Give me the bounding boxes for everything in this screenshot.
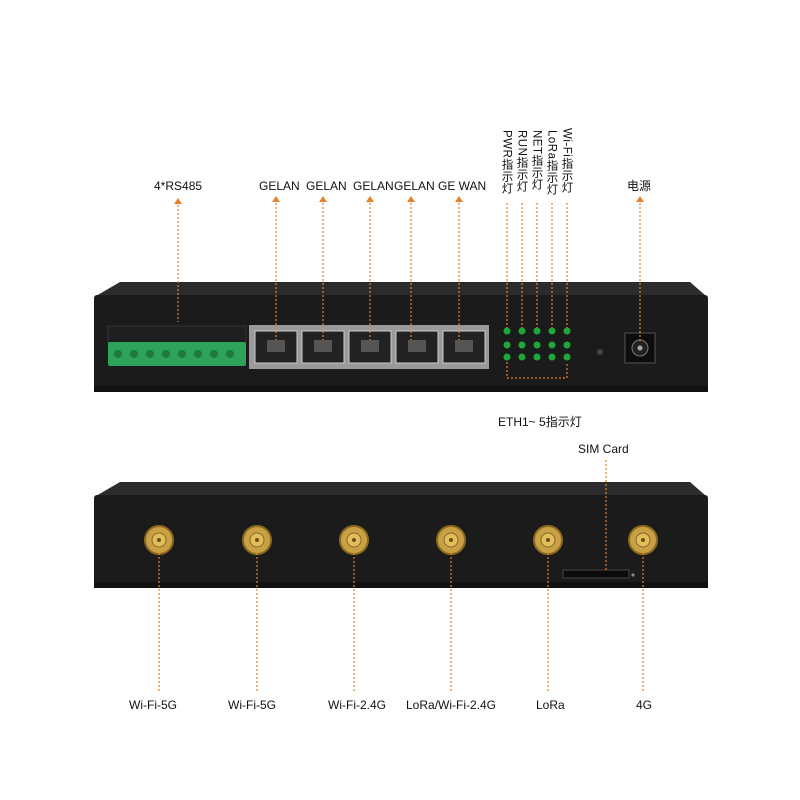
eth-leds-label: ETH1~ 5指示灯	[498, 415, 582, 429]
wifi-led-label: Wi-Fi指示灯	[560, 128, 573, 194]
power-jack	[624, 332, 656, 364]
sim-slot	[562, 569, 630, 579]
antenna-label-5: LoRa	[536, 698, 565, 712]
reset-hole	[597, 349, 603, 355]
sim-card-label: SIM Card	[578, 442, 629, 456]
ethernet-ports	[249, 325, 489, 369]
gelan-label-4: GELAN	[394, 179, 435, 193]
gelan-label-1: GELAN	[259, 179, 300, 193]
rs485-terminal-block	[107, 325, 247, 366]
rs485-label: 4*RS485	[154, 179, 203, 193]
leader-arrowheads	[174, 196, 644, 204]
front-panel	[94, 282, 708, 392]
antenna-connectors	[144, 525, 658, 555]
antenna-label-6: 4G	[636, 698, 653, 712]
gelan-label-3: GELAN	[353, 179, 394, 193]
ge-wan-label: GE WAN	[438, 179, 487, 193]
antenna-label-4: LoRa/Wi-Fi-2.4G	[406, 698, 497, 712]
net-led-label: NET指示灯	[530, 130, 543, 191]
gelan-label-2: GELAN	[306, 179, 347, 193]
pwr-led-label: PWR指示灯	[500, 130, 513, 195]
lora-led-label: LoRa指示灯	[545, 130, 558, 196]
status-leds	[503, 327, 571, 361]
antenna-label-2: Wi-Fi-5G	[228, 698, 276, 712]
leader-lines	[158, 203, 644, 692]
power-label: 电源	[627, 179, 652, 193]
antenna-label-3: Wi-Fi-2.4G	[328, 698, 386, 712]
back-panel	[94, 482, 708, 588]
antenna-label-1: Wi-Fi-5G	[129, 698, 177, 712]
run-led-label: RUN指示灯	[515, 130, 528, 193]
